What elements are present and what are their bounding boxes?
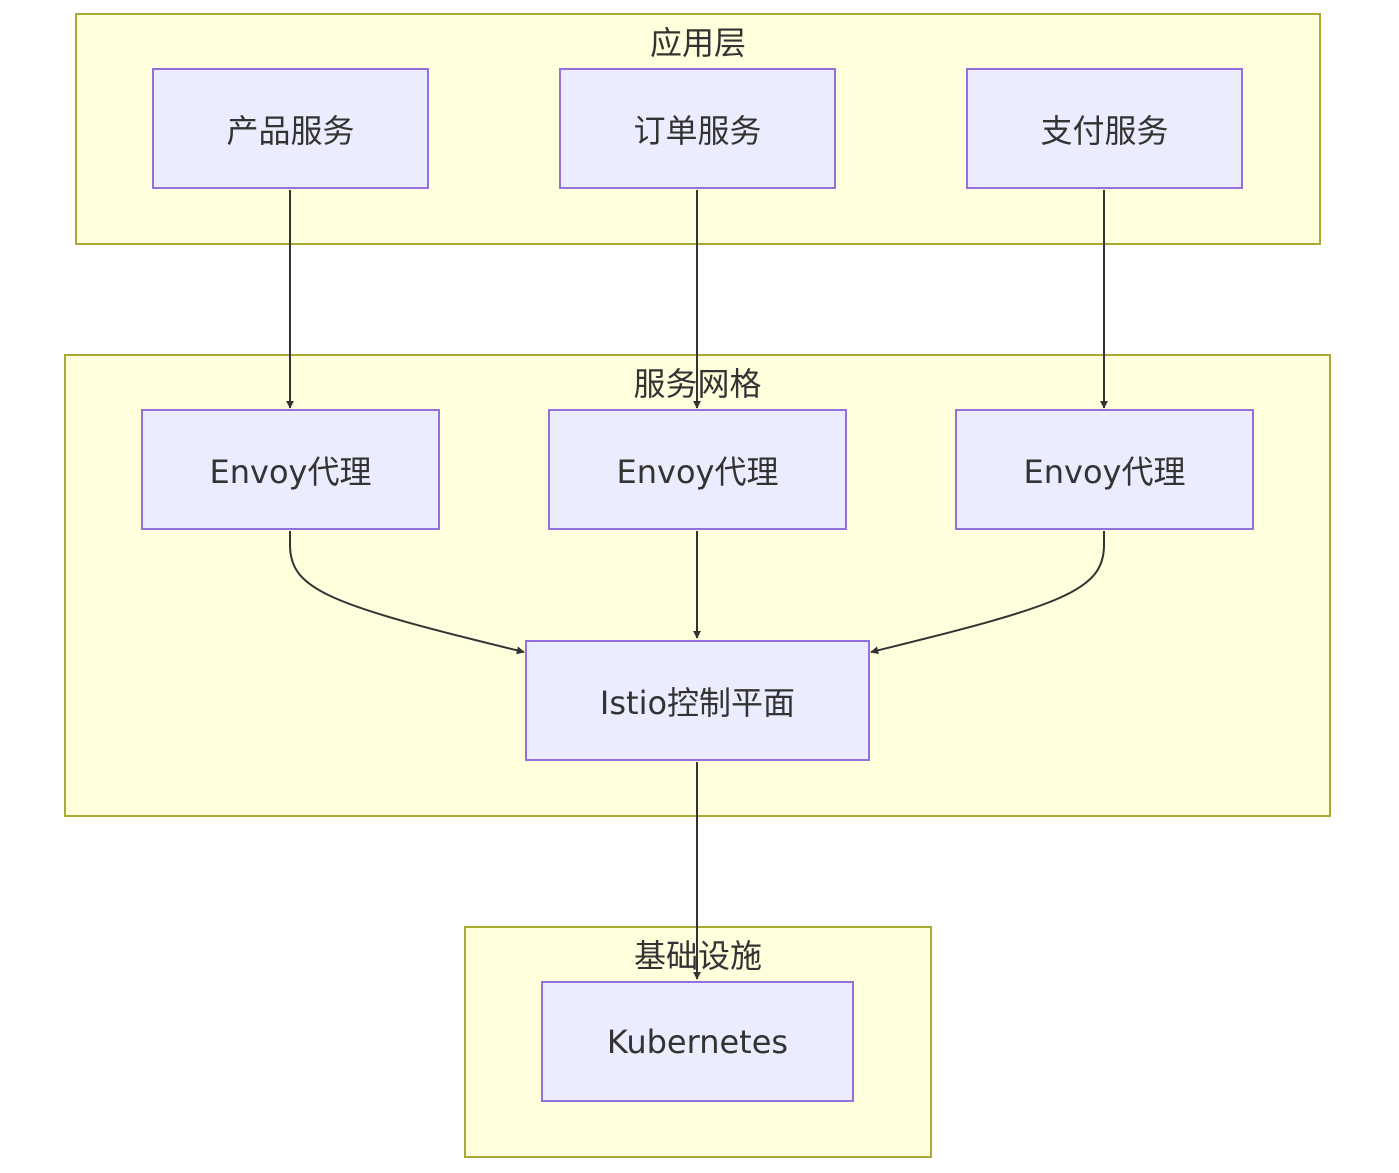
node-label: Envoy代理 <box>616 452 779 491</box>
node-istio-control-plane[interactable]: Istio控制平面 <box>525 640 870 761</box>
cluster-title-application-layer: 应用层 <box>649 24 746 62</box>
edge-envoy3-to-istio <box>870 531 1105 655</box>
node-payment-service[interactable]: 支付服务 <box>966 68 1243 189</box>
node-product-service[interactable]: 产品服务 <box>152 68 429 189</box>
edge-envoy1-to-istio <box>289 531 525 655</box>
node-kubernetes[interactable]: Kubernetes <box>541 981 854 1102</box>
node-order-service[interactable]: 订单服务 <box>559 68 836 189</box>
node-envoy-proxy-2[interactable]: Envoy代理 <box>548 409 847 530</box>
node-envoy-proxy-3[interactable]: Envoy代理 <box>955 409 1254 530</box>
node-label: Istio控制平面 <box>599 683 796 722</box>
node-envoy-proxy-1[interactable]: Envoy代理 <box>141 409 440 530</box>
node-label: 订单服务 <box>633 111 762 150</box>
node-label: Envoy代理 <box>209 452 372 491</box>
node-label: Envoy代理 <box>1023 452 1186 491</box>
node-label: 支付服务 <box>1040 111 1169 150</box>
node-label: 产品服务 <box>226 111 355 150</box>
node-label: Kubernetes <box>606 1022 789 1061</box>
